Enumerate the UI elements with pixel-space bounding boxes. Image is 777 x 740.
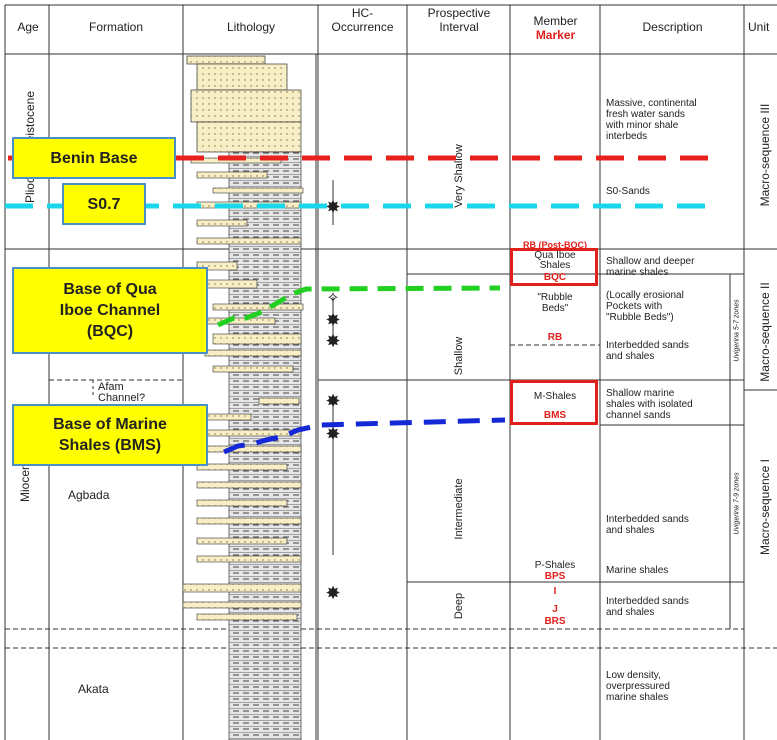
bms-line — [224, 420, 505, 452]
callout-benin-base: Benin Base — [12, 137, 176, 179]
bqc-line — [218, 288, 500, 325]
callout-s07: S0.7 — [62, 183, 146, 225]
callout-bms: Base of Marine Shales (BMS) — [12, 404, 208, 466]
callout-bqc: Base of Qua Iboe Channel (BQC) — [12, 267, 208, 354]
